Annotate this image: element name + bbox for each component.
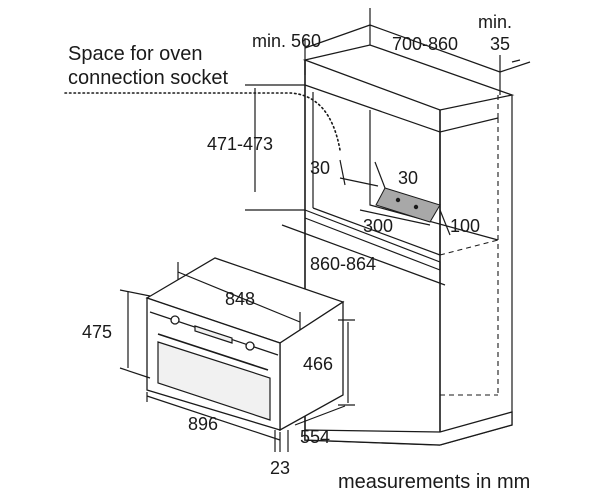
labels: Space for oven connection socket min. 56…: [68, 12, 530, 493]
dimension-lines: [64, 8, 531, 452]
cabinet-right-side: [439, 95, 513, 446]
oven: [145, 257, 345, 432]
dim-30-left-line: [339, 159, 346, 186]
socket-label-line1: Space for oven: [68, 43, 203, 65]
dim-466-label: 466: [303, 354, 333, 374]
dim-100-line: [439, 209, 451, 236]
cabinet-top-face: [302, 44, 515, 111]
dim-896-line: [146, 395, 281, 441]
dim-30-right-label: 30: [398, 168, 418, 188]
dim-860-864-label: 860-864: [310, 254, 376, 274]
dim-min35-label-1: min.: [478, 12, 512, 32]
dim-475-ext-top: [119, 289, 151, 297]
dim-554-label: 554: [300, 427, 330, 447]
door-window: [157, 341, 271, 421]
socket-label-line2: connection socket: [68, 67, 229, 89]
socket-box: [375, 187, 441, 223]
dim-min560-label: min. 560: [252, 31, 321, 51]
dim-min35-line: [499, 61, 531, 73]
dim-23-label: 23: [270, 458, 290, 478]
niche-back: [369, 110, 499, 241]
socket-hole-2: [413, 204, 419, 210]
dim-min35-ext: [511, 59, 521, 63]
hidden-edge-shelf: [439, 239, 499, 256]
shelf-front-edge: [304, 209, 441, 270]
dim-300-label: 300: [363, 216, 393, 236]
socket-pointer: [64, 92, 341, 151]
units-label: measurements in mm: [338, 471, 530, 493]
dim-475-ext-bottom: [119, 367, 151, 379]
cabinet: [302, 44, 515, 446]
dim-100-label: 100: [450, 216, 480, 236]
dim-554-line: [294, 405, 346, 426]
niche-bottom-front: [312, 207, 441, 256]
socket-hole-1: [395, 197, 401, 203]
dim-30-cross: [339, 177, 379, 187]
display-panel: [194, 325, 233, 344]
dim-848-label: 848: [225, 289, 255, 309]
dim-min35-label-2: 35: [490, 34, 510, 54]
dim-471-473-label: 471-473: [207, 134, 273, 154]
dim-30-left-label: 30: [310, 158, 330, 178]
dim-860-864-line: [281, 224, 446, 286]
door-handle: [157, 333, 269, 371]
dim-700-860-line: [369, 24, 501, 73]
cabinet-plinth: [304, 411, 513, 446]
shelf-lower-edge: [304, 217, 441, 271]
control-knob-right: [245, 341, 255, 351]
dim-min560-line: [304, 24, 371, 49]
control-knob-left: [170, 315, 180, 325]
dim-475-label: 475: [82, 322, 112, 342]
dim-300-line: [359, 209, 431, 226]
dim-700-860-label: 700-860: [392, 34, 458, 54]
dim-896-label: 896: [188, 414, 218, 434]
dim-30-right-line: [374, 161, 386, 189]
dim-848-line: [177, 271, 301, 323]
